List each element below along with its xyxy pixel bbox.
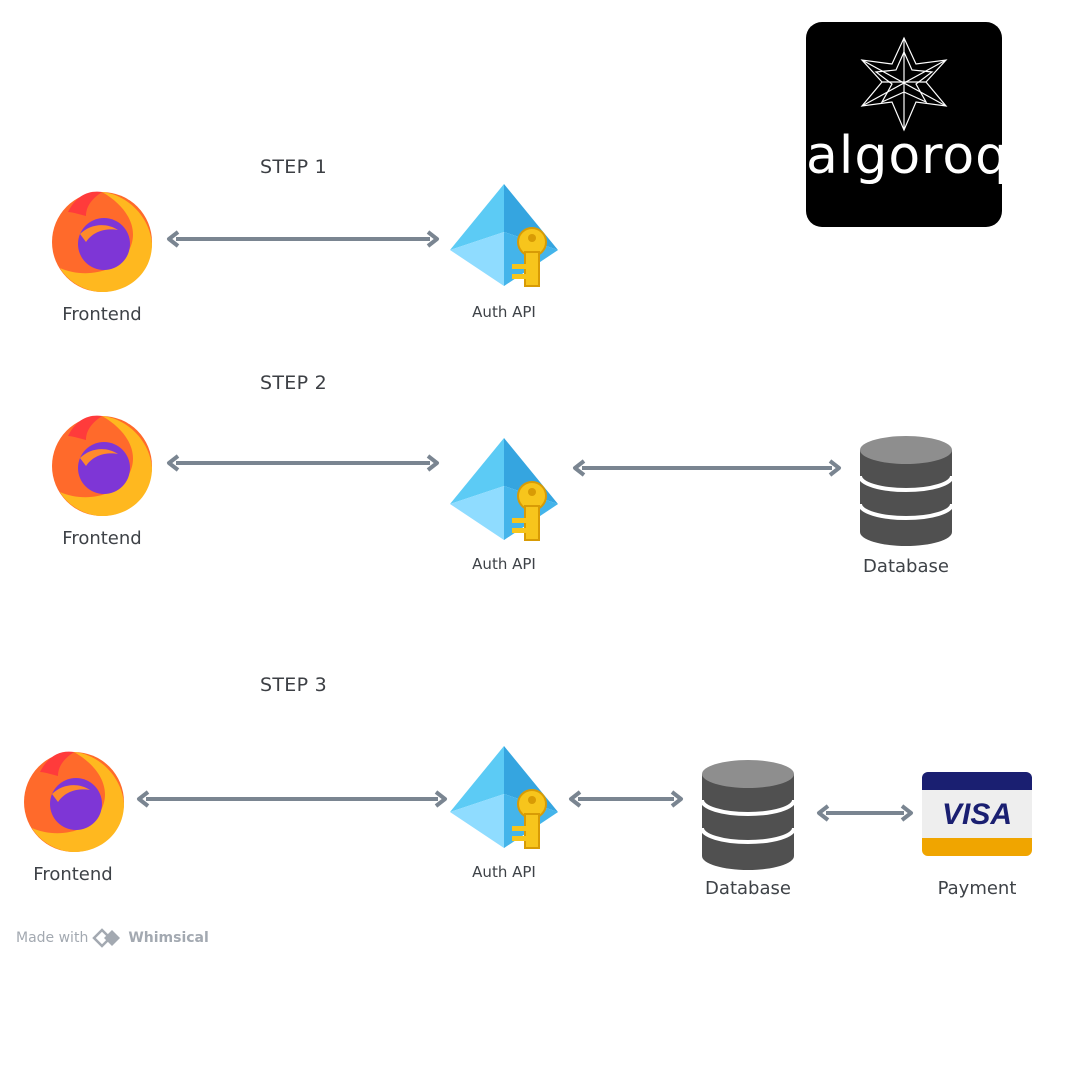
bidirectional-arrow <box>817 804 913 822</box>
visa-card-icon: VISA <box>922 772 1032 856</box>
bidirectional-arrow <box>569 790 683 808</box>
auth-pyramid-key-icon <box>450 184 558 287</box>
auth-pyramid-key-icon <box>450 746 558 849</box>
auth-api-label: Auth API <box>472 863 536 881</box>
auth-pyramid-key-icon <box>450 438 558 541</box>
bidirectional-arrow <box>137 790 447 808</box>
auth-api-label: Auth API <box>472 555 536 573</box>
database-label: Database <box>863 556 949 577</box>
firefox-icon <box>52 415 152 516</box>
bidirectional-arrow <box>167 230 439 248</box>
visa-text: VISA <box>942 798 1012 831</box>
payment-label: Payment <box>937 878 1017 899</box>
footer-prefix: Made with <box>16 930 89 946</box>
firefox-icon <box>52 191 152 292</box>
firefox-icon <box>24 751 124 852</box>
whimsical-logo-icon <box>92 928 121 948</box>
bidirectional-arrow <box>573 459 841 477</box>
footer-brand: Whimsical <box>128 930 209 946</box>
frontend-label: Frontend <box>62 528 142 549</box>
bidirectional-arrow <box>167 454 439 472</box>
auth-api-label: Auth API <box>472 303 536 321</box>
logo-text: algoroq <box>806 126 1010 186</box>
database-label: Database <box>705 878 791 899</box>
step-2-label: STEP 2 <box>260 372 328 394</box>
step-3-label: STEP 3 <box>260 674 328 696</box>
whimsical-footer: Made with Whimsical <box>16 928 209 948</box>
database-icon <box>858 436 954 546</box>
frontend-label: Frontend <box>62 304 142 325</box>
database-icon <box>700 760 796 870</box>
star-icon <box>860 36 948 132</box>
algoroq-logo: algoroq <box>806 22 1010 227</box>
frontend-label: Frontend <box>33 864 113 885</box>
step-1-label: STEP 1 <box>260 156 328 178</box>
